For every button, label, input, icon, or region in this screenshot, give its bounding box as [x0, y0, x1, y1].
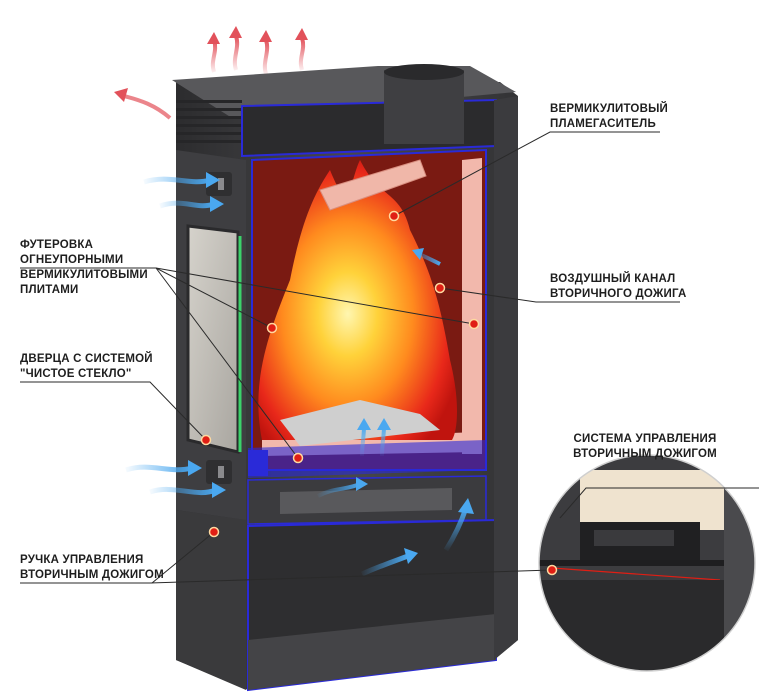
cold-air-arrow-icon	[125, 460, 202, 476]
label-line: ОГНЕУПОРНЫМИ	[20, 254, 124, 266]
stove-interior-cutaway	[241, 64, 518, 692]
callout-marker-icon	[388, 210, 400, 222]
callout-lines	[20, 131, 759, 584]
cold-air-arrow-icon	[443, 498, 474, 552]
label-vermiculite-damper: ВЕРМИКУЛИТОВЫЙ ПЛАМЕГАСИТЕЛЬ	[550, 102, 668, 132]
label-secondary-burn-handle: РУЧКА УПРАВЛЕНИЯ ВТОРИЧНЫМ ДОЖИГОМ	[20, 553, 164, 583]
label-line: ВОЗДУШНЫЙ КАНАЛ	[550, 273, 676, 285]
label-secondary-burn-control: СИСТЕМА УПРАВЛЕНИЯ ВТОРИЧНЫМ ДОЖИГОМ	[560, 432, 730, 462]
callout-marker-icon	[266, 322, 278, 334]
hot-air-arrows	[114, 26, 308, 120]
callout-marker-icon	[468, 318, 480, 330]
label-line: ПЛАМЕГАСИТЕЛЬ	[550, 118, 656, 130]
cold-air-arrow-icon	[412, 248, 441, 266]
label-clean-glass-door: ДВЕРЦА С СИСТЕМОЙ "ЧИСТОЕ СТЕКЛО"	[20, 352, 153, 382]
label-line: РУЧКА УПРАВЛЕНИЯ	[20, 554, 144, 566]
cold-air-arrow-icon	[360, 548, 418, 577]
label-line: СИСТЕМА УПРАВЛЕНИЯ	[573, 433, 717, 445]
label-line: ДВЕРЦА С СИСТЕМОЙ	[20, 353, 153, 365]
label-line: ВЕРМИКУЛИТОВЫЙ	[550, 103, 669, 115]
hot-air-arrow-icon	[229, 26, 242, 71]
label-line: ВТОРИЧНОГО ДОЖИГА	[550, 288, 687, 300]
cold-air-arrow-icon	[159, 196, 224, 212]
hot-air-arrow-icon	[259, 30, 272, 75]
cold-air-arrow-icon	[149, 482, 226, 498]
label-refractory-lining: ФУТЕРОВКА ОГНЕУПОРНЫМИ ВЕРМИКУЛИТОВЫМИ П…	[20, 238, 148, 298]
label-line: "ЧИСТОЕ СТЕКЛО"	[20, 368, 132, 380]
cold-air-arrow-icon	[357, 418, 371, 457]
hot-air-arrow-icon	[114, 88, 172, 120]
callout-marker-icon	[546, 564, 558, 576]
label-line: ВЕРМИКУЛИТОВЫМИ	[20, 269, 148, 281]
hot-air-arrow-icon	[207, 32, 220, 73]
callout-markers	[200, 210, 558, 576]
callout-marker-icon	[208, 526, 220, 538]
cold-air-arrow-icon	[317, 477, 368, 498]
label-secondary-air-channel: ВОЗДУШНЫЙ КАНАЛ ВТОРИЧНОГО ДОЖИГА	[550, 272, 686, 302]
cold-air-arrows	[125, 172, 474, 577]
label-line: ВТОРИЧНЫМ ДОЖИГОМ	[20, 569, 164, 581]
hot-air-arrow-icon	[295, 28, 308, 71]
label-line: ВТОРИЧНЫМ ДОЖИГОМ	[573, 448, 717, 460]
callout-marker-icon	[434, 282, 446, 294]
label-line: ФУТЕРОВКА	[20, 239, 94, 251]
callout-marker-icon	[200, 434, 212, 446]
callout-marker-icon	[292, 452, 304, 464]
cold-air-arrow-icon	[143, 172, 220, 188]
label-line: ПЛИТАМИ	[20, 284, 79, 296]
cold-air-arrow-icon	[377, 418, 391, 457]
